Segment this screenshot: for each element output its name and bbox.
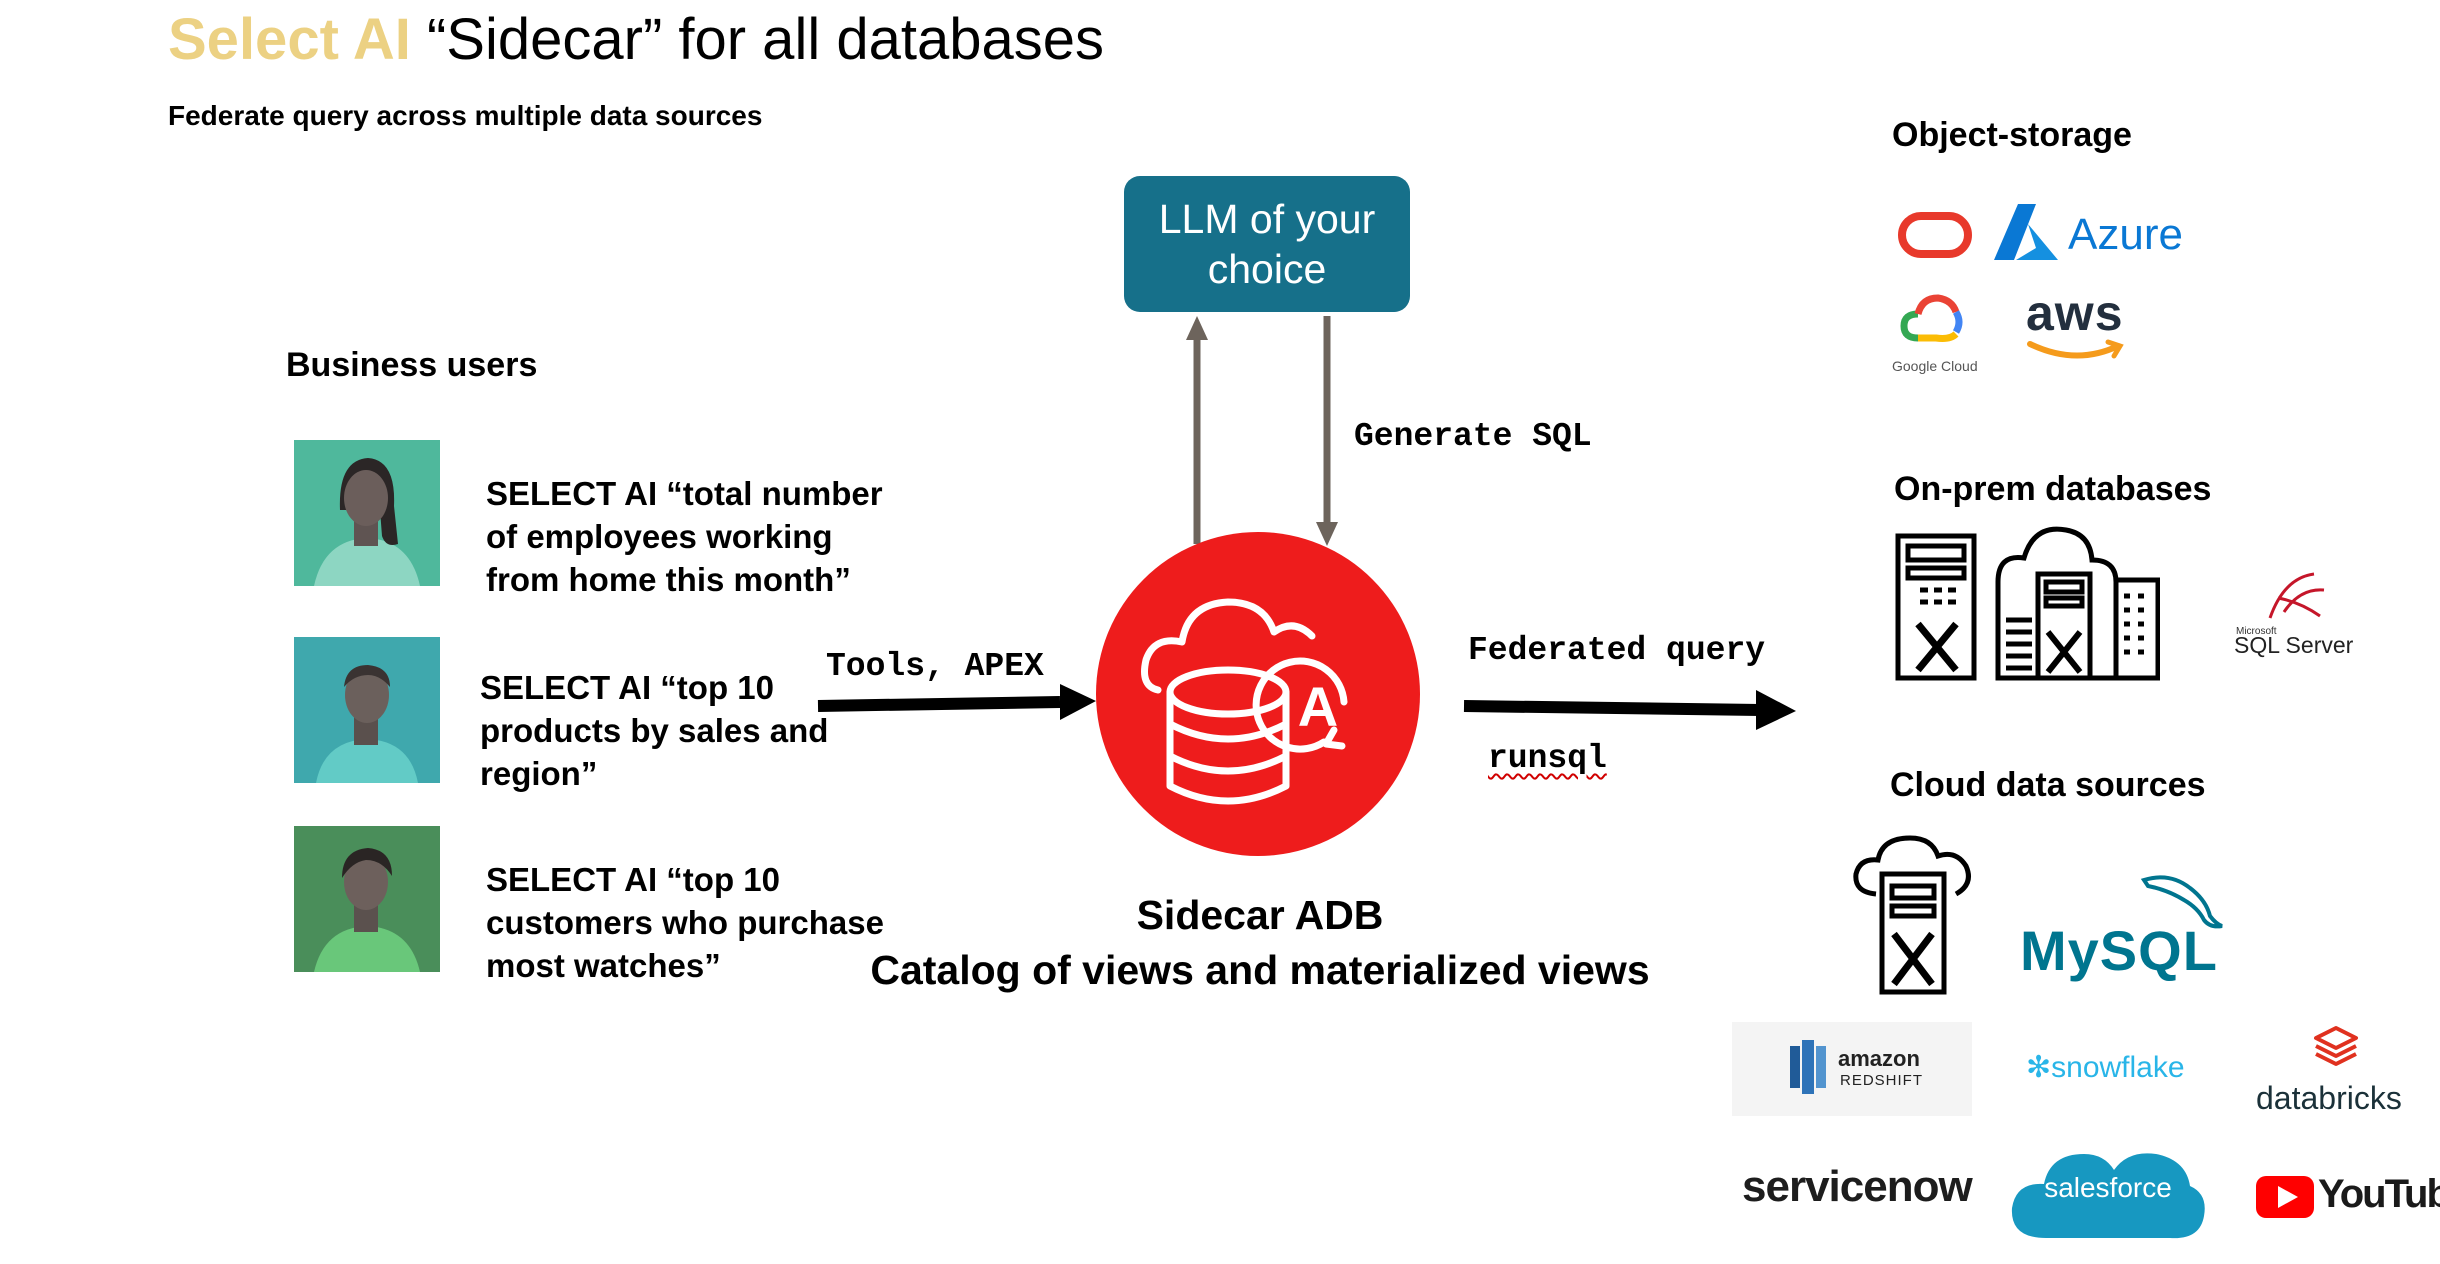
user-avatar-1 <box>294 440 440 586</box>
snowflake-text: snowflake <box>2051 1051 2185 1084</box>
tools-apex-label: Tools, APEX <box>826 648 1044 685</box>
query-2: SELECT AI “top 10 products by sales and … <box>480 669 829 792</box>
svg-text:A: A <box>1298 675 1338 738</box>
caption-line-2: Catalog of views and materialized views <box>870 947 1650 993</box>
oracle-logo-icon <box>1898 212 1972 258</box>
mysql-logo-text: MySQL <box>2020 918 2218 983</box>
databricks-text: databricks <box>2256 1080 2402 1116</box>
cloud-sources-heading: Cloud data sources <box>1890 766 2206 804</box>
databricks-icon <box>2314 1026 2358 1066</box>
caption-line-1: Sidecar ADB <box>1136 892 1384 938</box>
redshift-text: REDSHIFT <box>1840 1072 1923 1089</box>
title-accent: Select AI <box>168 7 411 72</box>
redshift-logo: amazon REDSHIFT <box>1732 1022 1972 1116</box>
object-storage-heading: Object-storage <box>1892 116 2132 154</box>
sqlserver-text: SQL Server <box>2234 632 2354 658</box>
servicenow-logo: servicenow <box>1742 1162 1973 1211</box>
federated-query-label: Federated query <box>1468 632 1766 669</box>
slide-title: Select AI “Sidecar” for all databases <box>168 4 1104 76</box>
query-1: SELECT AI “total number of employees wor… <box>486 475 883 598</box>
aws-logo-text: aws <box>2026 285 2124 341</box>
salesforce-cloud-icon <box>2011 1153 2205 1239</box>
salesforce-text: salesforce <box>2044 1172 2172 1203</box>
sqlserver-icon <box>2268 572 2325 619</box>
mysql-dolphin-icon <box>2140 875 2223 929</box>
up-arrow <box>1186 316 1208 544</box>
youtube-play-icon <box>2256 1176 2314 1218</box>
sidecar-caption: Sidecar ADB Catalog of views and materia… <box>860 888 1660 998</box>
title-rest: “Sidecar” for all databases <box>426 7 1104 72</box>
youtube-text: YouTube <box>2318 1172 2440 1216</box>
mysql-logo-word: MySQL <box>2020 919 2218 982</box>
tools-arrow <box>817 684 1096 720</box>
cloud-server-icon <box>1853 835 1971 995</box>
azure-logo-text: Azure <box>2068 210 2183 259</box>
google-cloud-text: Google Cloud <box>1892 358 1978 374</box>
sidecar-adb-icon: A <box>1096 532 1420 856</box>
query-3: SELECT AI “top 10 customers who purchase… <box>486 861 884 984</box>
google-cloud-icon <box>1900 294 1963 342</box>
snowflake-logo: ✻snowflake <box>2026 1050 2185 1085</box>
down-arrow <box>1316 316 1338 546</box>
onprem-servers-icon <box>1895 526 2160 681</box>
onprem-heading: On-prem databases <box>1894 470 2212 508</box>
sqlserver-small-text: Microsoft <box>2236 626 2277 637</box>
redshift-icon <box>1790 1040 1826 1094</box>
user-avatar-2 <box>294 637 440 783</box>
aws-smile-icon <box>2027 339 2124 359</box>
azure-logo-icon <box>1994 204 2058 260</box>
federated-arrow <box>1463 690 1796 730</box>
runsql-label: runsql <box>1488 740 1607 777</box>
snowflake-icon: ✻ <box>2026 1051 2052 1084</box>
generate-sql-label: Generate SQL <box>1354 418 1592 455</box>
user-avatar-3 <box>294 826 440 972</box>
slide-subtitle: Federate query across multiple data sour… <box>168 100 763 131</box>
llm-box: LLM of your choice <box>1124 176 1410 312</box>
redshift-amazon-text: amazon <box>1838 1046 1920 1071</box>
business-users-heading: Business users <box>286 346 538 384</box>
